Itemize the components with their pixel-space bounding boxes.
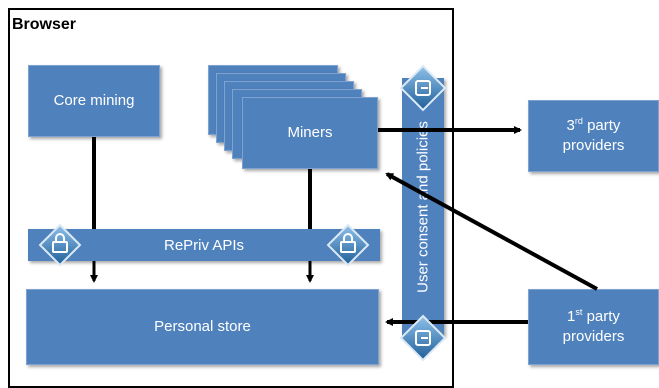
first-party-line2: providers: [562, 328, 625, 345]
consent-bar: [402, 78, 444, 336]
third-party-line2: providers: [562, 137, 625, 154]
first-party-line1: 1st party: [567, 307, 620, 326]
repriv-apis-bar: RePriv APIs: [28, 229, 380, 261]
diagram: Browser Core mining Miners RePriv APIs P…: [8, 8, 659, 388]
lock-icon: [38, 223, 82, 267]
connectors: [38, 64, 598, 362]
first-party-to-miners-arrow: [385, 172, 598, 291]
third-party-providers-box: 3rd party providers: [528, 100, 659, 172]
miners-box: Miners: [242, 97, 378, 169]
core-mining-box: Core mining: [28, 65, 160, 137]
browser-label: Browser: [12, 16, 77, 33]
repriv-apis-label: RePriv APIs: [163, 236, 245, 254]
personal-store-label: Personal store: [154, 318, 251, 335]
gate-icon: [399, 314, 447, 362]
first-party-providers-box: 1st party providers: [528, 289, 659, 365]
third-party-line1: 3rd party: [566, 116, 621, 135]
lock-icon: [326, 223, 370, 267]
miners-label: Miners: [287, 124, 333, 141]
core-mining-label: Core mining: [53, 92, 135, 109]
gate-icon: [399, 64, 447, 112]
personal-store-box: Personal store: [26, 289, 379, 365]
